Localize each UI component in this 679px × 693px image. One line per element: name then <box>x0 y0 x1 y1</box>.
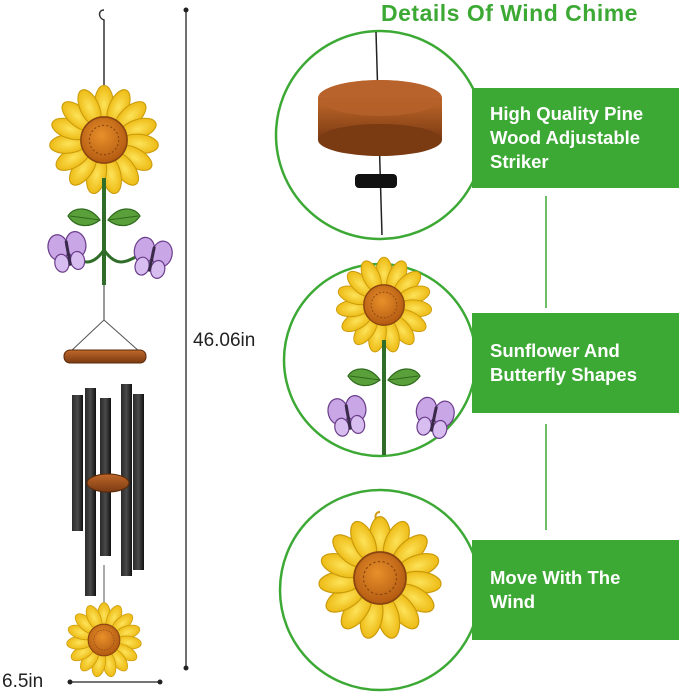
feature-text: Wood Adjustable <box>490 127 641 148</box>
width-dimension-line <box>67 679 163 685</box>
feature-text: Move With The <box>490 567 621 588</box>
page-title: Details Of Wind Chime <box>381 0 638 26</box>
feature-box-wind: Move With The Wind <box>472 540 679 640</box>
feature-box-sunflower: Sunflower And Butterfly Shapes <box>472 313 679 413</box>
wind-chime-product <box>45 9 176 679</box>
feature-text: Wind <box>490 591 536 612</box>
height-dimension-line <box>183 7 189 671</box>
width-label: 6.5in <box>2 671 44 692</box>
feature-text: Sunflower And <box>490 340 620 361</box>
feature-box-striker: High Quality Pine Wood Adjustable Strike… <box>472 88 679 188</box>
feature-text: High Quality Pine <box>490 103 644 124</box>
feature-text: Butterfly Shapes <box>490 364 638 385</box>
height-label: 46.06in <box>193 330 256 351</box>
detail-circle-striker <box>274 29 486 241</box>
detail-circle-wind <box>278 488 482 692</box>
feature-text: Striker <box>490 151 549 172</box>
detail-circle-sunflower <box>282 256 478 458</box>
